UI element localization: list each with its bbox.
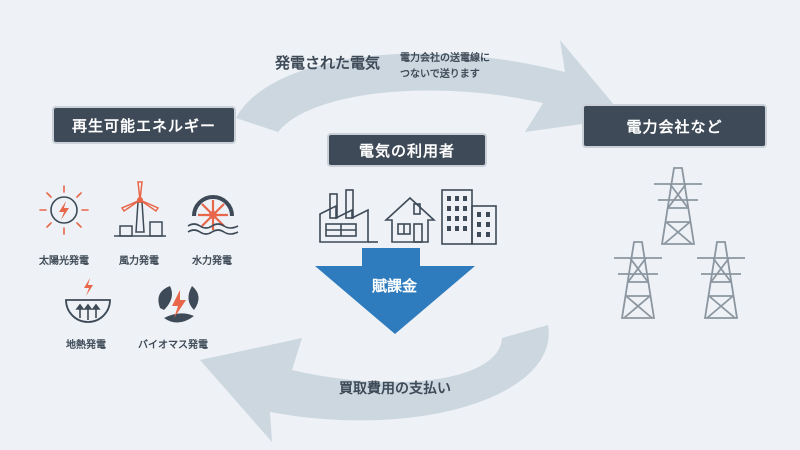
transmission-tower-icon xyxy=(697,241,745,319)
bottom-flow-arrow xyxy=(200,325,549,442)
solar-label: 太陽光発電 xyxy=(39,256,89,267)
biomass-label: バイオマス発電 xyxy=(138,340,208,351)
levy-arrow xyxy=(315,248,475,334)
wind-label: 風力発電 xyxy=(119,256,159,267)
renewable-energy-box: 再生可能エネルギー xyxy=(52,106,236,144)
solar-icon xyxy=(39,185,89,235)
transmission-tower-icon xyxy=(654,167,702,245)
top-flow-note-line2: つないで送ります xyxy=(400,69,480,80)
top-flow-note-line1: 電力会社の送電線に xyxy=(400,53,490,64)
building-icon xyxy=(441,189,497,245)
water-wheel-icon xyxy=(187,195,239,235)
electricity-user-box: 電気の利用者 xyxy=(327,133,487,167)
top-flow-label: 発電された電気 xyxy=(275,54,381,72)
factory-icon xyxy=(319,189,378,243)
biomass-icon xyxy=(158,286,199,323)
bottom-flow-label: 買取費用の支払い xyxy=(339,381,451,397)
wind-turbine-icon xyxy=(114,181,166,237)
levy-label: 賦課金 xyxy=(372,277,418,295)
hydro-label: 水力発電 xyxy=(192,256,232,267)
geothermal-icon xyxy=(65,278,111,323)
transmission-tower-icon xyxy=(614,241,662,319)
house-icon xyxy=(384,196,436,243)
top-flow-arrow xyxy=(236,40,625,132)
geothermal-label: 地熱発電 xyxy=(66,340,106,351)
utility-company-box: 電力会社など xyxy=(582,104,767,148)
